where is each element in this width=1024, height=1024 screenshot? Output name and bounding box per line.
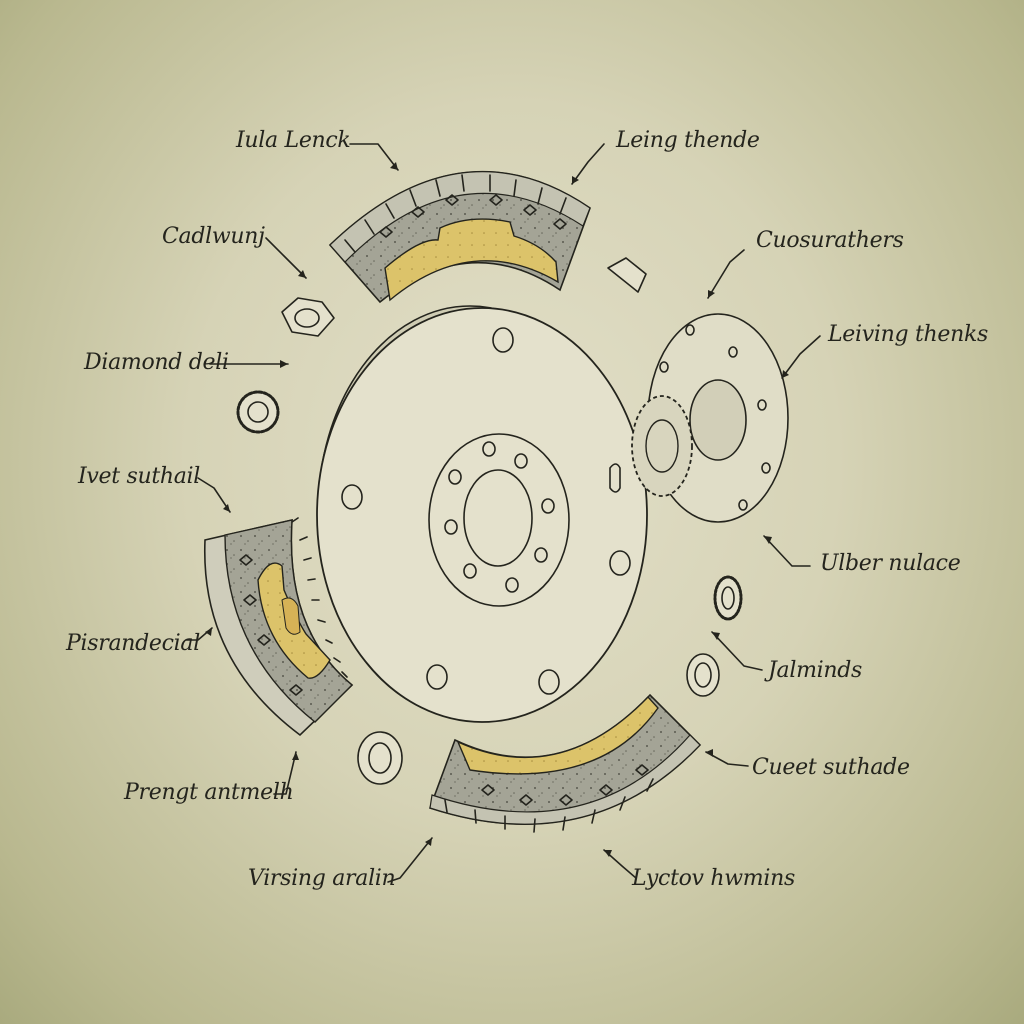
pressure-plate — [316, 305, 648, 723]
hub-ring — [428, 433, 570, 607]
friction-segment-left — [203, 517, 354, 737]
label-5: Diamond deli — [84, 350, 229, 375]
label-9: Pisrandecial — [66, 631, 200, 656]
label-13: Virsing aralin — [248, 866, 396, 891]
label-3: Cadlwunj — [162, 224, 265, 249]
label-10: Jalminds — [768, 658, 863, 683]
hex-nut — [281, 297, 335, 337]
label-7: Ivet suthail — [78, 464, 201, 489]
washer-left — [357, 731, 403, 785]
leader-lines — [185, 143, 821, 883]
label-2: Leing thende — [616, 128, 760, 153]
label-12: Cueet suthade — [752, 755, 910, 780]
outer-holes — [341, 327, 631, 695]
flange-plate-right — [631, 313, 789, 523]
hub-bolt-holes — [444, 441, 555, 593]
washer-right — [686, 653, 720, 697]
ring-washer-right — [713, 575, 743, 621]
label-1: Iula Lenck — [236, 128, 351, 153]
label-11: Prengt antmelh — [124, 780, 294, 805]
small-gear — [236, 390, 280, 434]
label-8: Ulber nulace — [820, 551, 961, 576]
friction-segment-top — [328, 170, 591, 304]
hub-bore — [463, 469, 533, 567]
label-14: Lyctov hwmins — [632, 866, 795, 891]
clip — [607, 257, 647, 293]
label-4: Cuosurathers — [756, 228, 904, 253]
label-6: Leiving thenks — [828, 322, 988, 347]
leader-arrowheads — [205, 162, 789, 857]
friction-segment-bottom — [428, 693, 702, 833]
